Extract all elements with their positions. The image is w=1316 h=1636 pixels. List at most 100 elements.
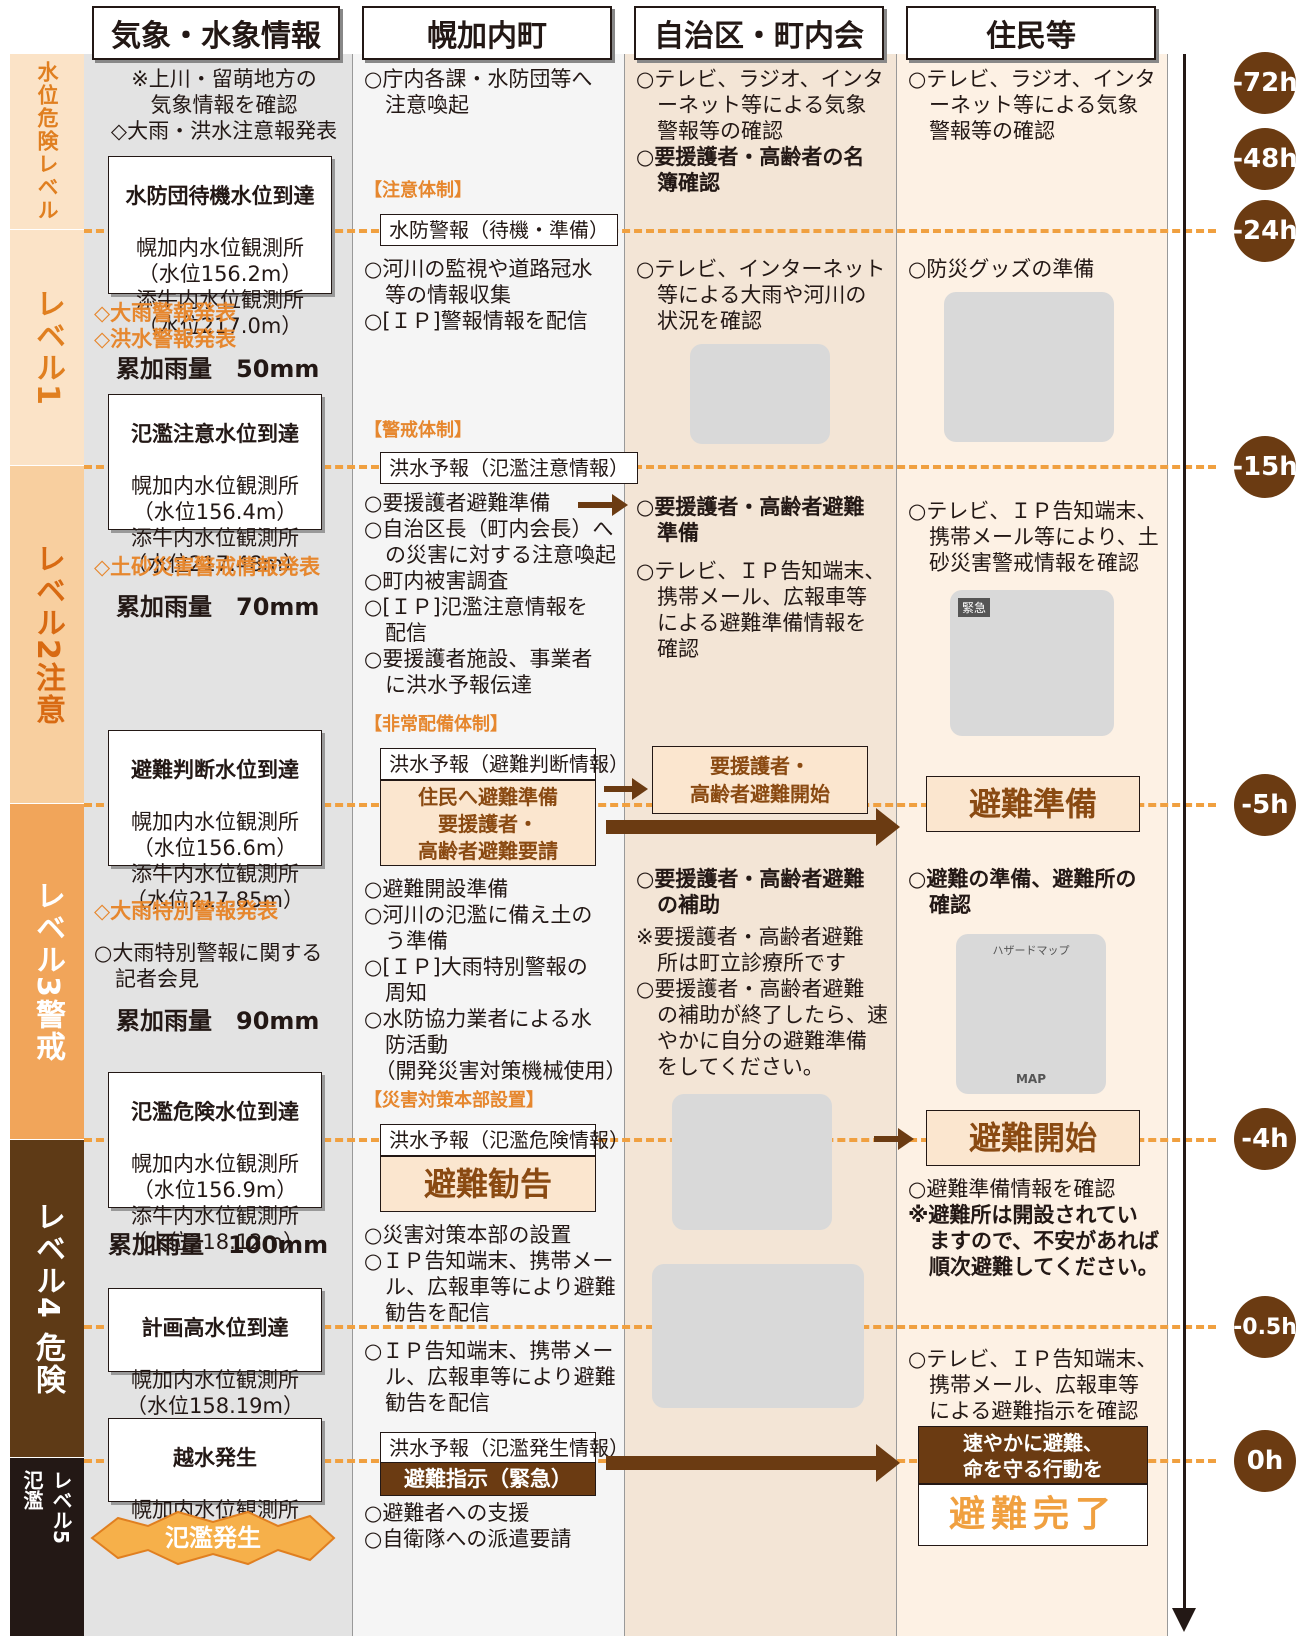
town-system-emergency: 【非常配備体制】 [364, 714, 508, 735]
residents-evac-order-check: ○テレビ、ＩＰ告知端末、 携帯メール、広報車等 による避難指示を確認 [908, 1347, 1158, 1423]
time-axis-line [1183, 54, 1186, 1614]
time-badge-5h: -5h [1234, 774, 1296, 836]
timeline-4h [84, 1138, 1216, 1142]
arrow-town-to-district-start [604, 778, 648, 800]
town-evac-order-box: 避難指示（緊急） [380, 1462, 596, 1496]
town-tag-flood-occurrence: 洪水予報（氾濫発生情報） [380, 1432, 629, 1464]
district-elderly-evac-start: 要援護者・ 高齢者避難開始 [652, 746, 868, 814]
weather-intro: ※上川・留萌地方の 気象情報を確認 ◇大雨・洪水注意報発表 [110, 67, 338, 143]
residents-landslide-check: ○テレビ、ＩＰ告知端末、 携帯メール等により、土 砂災害警戒情報を確認 [908, 499, 1159, 575]
arrow-to-residents-start [874, 1128, 914, 1150]
level-5-flood: 氾濫 [20, 1470, 44, 1510]
residents-evac-prep-box: 避難準備 [926, 776, 1140, 832]
header-residents: 住民等 [906, 6, 1156, 60]
hazard-map-illustration: ハザードマップ MAP [956, 934, 1106, 1094]
district-river-check: ○テレビ、インターネット 等による大雨や河川の 状況を確認 [636, 257, 886, 333]
town-system-hq: 【災害対策本部設置】 [364, 1090, 544, 1111]
town-tag-flood-danger: 洪水予報（氾濫危険情報） [380, 1124, 629, 1156]
weather-press-conference: ○大雨特別警報に関する 記者会見 [94, 941, 323, 991]
residents-evac-start-box: 避難開始 [926, 1110, 1140, 1166]
town-system-alert: 【警戒体制】 [364, 420, 472, 441]
time-badge-4h: -4h [1234, 1108, 1296, 1170]
arrow-town-to-district-prep [578, 494, 628, 516]
weather-box-danger: 氾濫危険水位到達 幌加内水位観測所 （水位156.9m） 添牛内水位観測所 （水… [108, 1072, 322, 1254]
time-badge-15h: -15h [1232, 436, 1298, 498]
timeline-05h [84, 1325, 1216, 1329]
helmet-evacuation-illustration [652, 1264, 864, 1408]
laptop-illustration [690, 344, 830, 444]
weather-rain-100: 累加雨量 100mm [108, 1231, 329, 1259]
district-evac-info-check: ○テレビ、ＩＰ告知端末、 携帯メール、広報車等 による避難準備情報を 確認 [636, 559, 886, 661]
weather-box-evac-judgement-title: 避難判断水位到達 [131, 758, 299, 782]
town-info-gathering: ○河川の監視や道路冠水 等の情報収集 ○[ＩＰ]警報情報を配信 [364, 257, 593, 333]
time-badge-48h: -48h [1232, 128, 1298, 190]
rain-evacuation-illustration [672, 1094, 832, 1230]
town-evac-advisory-box: 避難勧告 [380, 1156, 596, 1212]
residents-evac-complete-box: 避難完了 [918, 1484, 1148, 1546]
level-5-label: レベル5 [49, 1470, 73, 1544]
weather-box-standby: 水防団待機水位到達 幌加内水位観測所 （水位156.2m） 添牛内水位観測所 （… [108, 156, 332, 338]
weather-rain-50: 累加雨量 50mm [116, 355, 320, 383]
weather-box-caution: 氾濫注意水位到達 幌加内水位観測所 （水位156.4m） 添牛内水位観測所 （水… [108, 394, 322, 576]
town-alert-staff: ○庁内各課・水防団等へ 注意喚起 [364, 67, 593, 117]
hazard-map-label: MAP [1015, 1072, 1047, 1086]
town-hq-actions: ○災害対策本部の設置 ○ＩＰ告知端末、携帯メー ル、広報車等により避難 勧告を配… [364, 1223, 616, 1325]
flood-burst-shape [90, 1510, 336, 1566]
weather-box-plan-high: 計画高水位到達 幌加内水位観測所 （水位158.19m） [108, 1288, 322, 1418]
weather-box-standby-title: 水防団待機水位到達 [125, 184, 315, 208]
district-weather-check: ○テレビ、ラジオ、インタ ーネット等による気象 警報等の確認 [636, 67, 884, 143]
level-danger-label: 水位危険レベル [10, 54, 84, 230]
timeline-15h [84, 465, 1216, 469]
residents-prep-info-check: ○避難準備情報を確認 [908, 1177, 1116, 1201]
weather-landslide-warning: ◇土砂災害警戒情報発表 [94, 555, 321, 579]
level-2: レベル2注意 [10, 466, 84, 804]
header-town: 幌加内町 [362, 6, 612, 60]
time-badge-72h: -72h [1232, 52, 1298, 114]
time-badge-24h: -24h [1232, 200, 1298, 262]
weather-special-warning: ◇大雨特別警報発表 [94, 899, 279, 923]
weather-rain-70: 累加雨量 70mm [116, 593, 320, 621]
town-level2-actions: ○要援護者避難準備 ○自治区長（町内会長）へ の災害に対する注意喚起 ○町内被害… [364, 491, 616, 697]
weather-box-evac-judgement-body: 幌加内水位観測所 （水位156.6m） 添牛内水位観測所 （水位217.85m） [126, 810, 304, 912]
weather-box-overflow-title: 越水発生 [173, 1446, 257, 1470]
town-advisory-broadcast: ○ＩＰ告知端末、携帯メー ル、広報車等により避難 勧告を配信 [364, 1339, 616, 1415]
level-1: レベル1 [10, 230, 84, 466]
weather-box-overflow: 越水発生 幌加内水位観測所 （水位158.49m） [108, 1418, 322, 1548]
family-illustration [944, 292, 1114, 442]
header-district: 自治区・町内会 [634, 6, 884, 60]
time-axis-arrowhead [1172, 1608, 1196, 1632]
level-4: レベル4 危険 [10, 1140, 84, 1458]
weather-warning-heavy-rain: ◇大雨警報発表 ◇洪水警報発表 [94, 301, 237, 351]
weather-box-caution-title: 氾濫注意水位到達 [131, 422, 299, 446]
weather-rain-90: 累加雨量 90mm [116, 1007, 320, 1035]
weather-box-danger-title: 氾濫危険水位到達 [131, 1100, 299, 1124]
arrow-town-to-residents-final [606, 1444, 900, 1482]
weather-box-danger-body: 幌加内水位観測所 （水位156.9m） 添牛内水位観測所 （水位218.12m） [126, 1152, 304, 1254]
residents-shelter-open-note: ※避難所は開設されてい ますので、不安があれば 順次避難してください。 [908, 1203, 1160, 1279]
residents-weather-check: ○テレビ、ラジオ、インタ ーネット等による気象 警報等の確認 [908, 67, 1156, 143]
town-system-caution: 【注意体制】 [364, 180, 472, 201]
district-elderly-evac-prep: ○要援護者・高齢者避難 準備 [636, 495, 865, 545]
district-assist-notes: ※要援護者・高齢者避難 所は町立診療所です ○要援護者・高齢者避難 の補助が終了… [636, 925, 888, 1079]
time-badge-0h: 0h [1234, 1430, 1296, 1492]
tv-news-illustration: 緊急 [950, 590, 1114, 736]
town-support-actions: ○避難者への支援 ○自衛隊への派遣要請 [364, 1501, 572, 1551]
hazard-map-title: ハザードマップ [992, 944, 1070, 957]
time-badge-05h: -0.5h [1233, 1296, 1297, 1358]
weather-box-plan-high-title: 計画高水位到達 [141, 1316, 289, 1340]
residents-shelter-check: ○避難の準備、避難所の 確認 [908, 867, 1137, 917]
weather-box-evac-judgement: 避難判断水位到達 幌加内水位観測所 （水位156.6m） 添牛内水位観測所 （水… [108, 730, 322, 912]
timeline-5h [84, 803, 1216, 807]
level-3: レベル3警戒 [10, 804, 84, 1140]
district-evac-assist: ○要援護者・高齢者避難 の補助 [636, 867, 865, 917]
residents-emergency-goods: ○防災グッズの準備 [908, 257, 1095, 281]
flood-burst-label: 氾濫発生 [165, 1524, 261, 1552]
arrow-town-to-residents-prep [606, 808, 900, 846]
tv-news-emergency-label: 緊急 [958, 598, 991, 617]
timeline-24h [84, 229, 1216, 233]
district-roster-check: ○要援護者・高齢者の名 簿確認 [636, 145, 865, 195]
level-5: 氾濫 レベル5 [10, 1458, 84, 1636]
town-tag-flood-defense: 水防警報（待機・準備） [380, 214, 618, 246]
town-tag-evac-judgement: 洪水予報（避難判断情報） [380, 748, 629, 780]
town-level3-actions: ○避難開設準備 ○河川の氾濫に備え土の う準備 ○[ＩＰ]大雨特別警報の 周知 … [364, 877, 627, 1083]
